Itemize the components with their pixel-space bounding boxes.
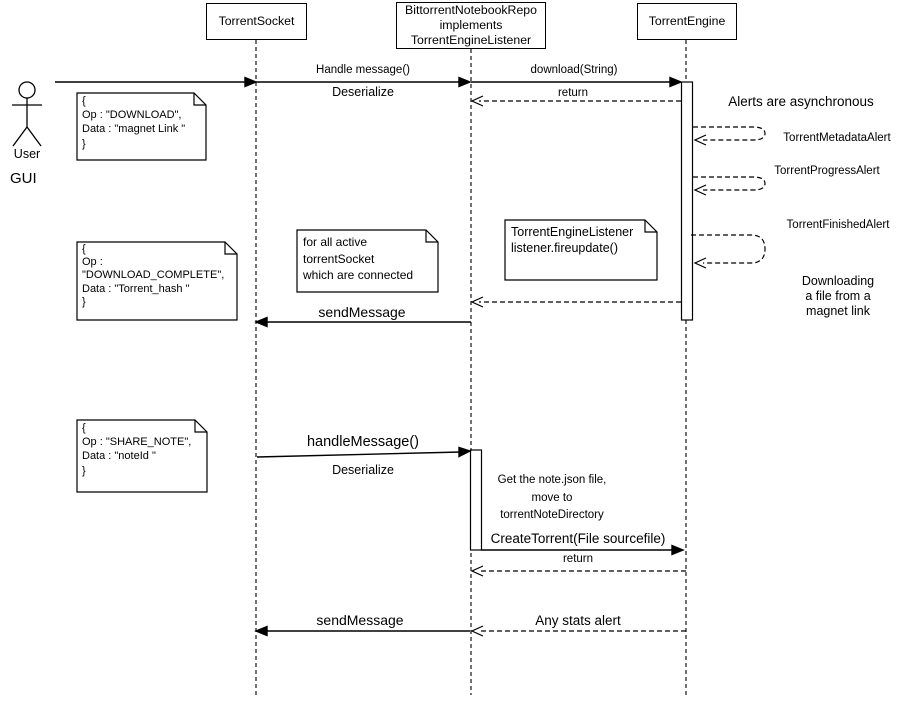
note-engine-listener: TorrentEngineListener listener.fireupdat… bbox=[511, 224, 633, 256]
annotation-line: a file from a bbox=[805, 289, 871, 303]
note-line: "DOWNLOAD_COMPLETE", bbox=[82, 269, 225, 282]
activation-bar-bittorrent-repo bbox=[469, 449, 483, 551]
arrow-download-string bbox=[471, 76, 683, 88]
note-line: Op : "DOWNLOAD", bbox=[82, 109, 182, 122]
arrow-handle-message bbox=[256, 76, 472, 88]
note-line: { bbox=[82, 422, 86, 434]
actor-leg-right bbox=[26, 126, 42, 147]
note-line: } bbox=[82, 295, 86, 308]
note-line: Data : "noteId " bbox=[82, 450, 156, 463]
label-torrent-finished-alert: TorrentFinishedAlert bbox=[786, 219, 890, 231]
arrow-alert-metadata-loop bbox=[693, 126, 766, 146]
annotation-downloading: Downloading a file from a magnet link bbox=[802, 274, 874, 319]
note-line: Op : bbox=[82, 256, 103, 269]
label-any-stats-alert: Any stats alert bbox=[535, 613, 621, 628]
annotation-get-note: Get the note.json file, move to torrentN… bbox=[498, 472, 607, 525]
solid-arrows bbox=[55, 76, 685, 637]
note-download-request: { Op : "DOWNLOAD", Data : "magnet Link "… bbox=[82, 94, 185, 151]
annotation-line: magnet link bbox=[806, 304, 870, 318]
note-line: which are connected bbox=[303, 268, 414, 282]
label-send-message-2: sendMessage bbox=[316, 612, 404, 628]
arrow-engine-return-to-repo bbox=[470, 296, 681, 308]
note-line: Op : "SHARE_NOTE", bbox=[82, 436, 192, 449]
note-line: { bbox=[82, 95, 86, 107]
arrow-handle-message-2 bbox=[256, 446, 472, 458]
actor-figure bbox=[12, 81, 42, 147]
note-line: listener.fireupdate() bbox=[511, 241, 619, 255]
arrow-create-torrent bbox=[481, 544, 685, 556]
annotation-line: Get the note.json file, bbox=[497, 474, 607, 486]
note-shapes bbox=[76, 92, 658, 493]
participant-bittorrent-repo: BittorrentNotebookRepo implements Torren… bbox=[396, 2, 546, 49]
note-for-all-active: for all active torrentSocket which are c… bbox=[303, 234, 413, 284]
note-line: { bbox=[82, 243, 86, 255]
lifelines bbox=[255, 40, 687, 695]
participant-torrentsocket: TorrentSocket bbox=[206, 3, 307, 40]
note-fold-icon bbox=[194, 420, 207, 433]
actor-head bbox=[18, 81, 36, 99]
label-deserialize-1: Deserialize bbox=[332, 85, 394, 99]
arrow-any-stats-alert bbox=[470, 625, 686, 637]
arrow-send-message-1 bbox=[254, 316, 471, 328]
participant-label: TorrentSocket bbox=[218, 14, 295, 28]
note-fold-icon bbox=[644, 220, 657, 233]
note-engine-listener-shape bbox=[504, 219, 658, 281]
note-line: for all active bbox=[303, 235, 368, 249]
activation-bar-torrentengine bbox=[680, 81, 694, 321]
annotation-line: torrentNoteDirectory bbox=[500, 509, 604, 521]
annotation-line: move to bbox=[531, 491, 573, 504]
label-download-string: download(String) bbox=[530, 64, 618, 76]
actor-gui-label: GUI bbox=[10, 170, 37, 187]
label-send-message-1: sendMessage bbox=[318, 304, 406, 320]
note-line: torrentSocket bbox=[303, 251, 375, 266]
note-line: } bbox=[82, 137, 86, 150]
participant-label-line: TorrentEngineListener bbox=[410, 33, 532, 47]
label-handle-message-2: handleMessage() bbox=[306, 434, 420, 450]
note-share-note-shape bbox=[76, 419, 208, 493]
arrow-alert-progress-loop bbox=[693, 176, 766, 196]
note-fold-icon bbox=[425, 230, 438, 243]
note-download-complete: { Op : "DOWNLOAD_COMPLETE", Data : "Torr… bbox=[82, 243, 224, 309]
actor-leg-left bbox=[12, 126, 28, 147]
label-torrent-progress-alert: TorrentProgressAlert bbox=[774, 165, 880, 177]
note-fold-icon bbox=[224, 242, 237, 255]
label-alerts-asynchronous: Alerts are asynchronous bbox=[728, 94, 874, 109]
note-line: } bbox=[82, 464, 86, 477]
participant-label-line: implements bbox=[439, 18, 503, 32]
label-create-torrent: CreateTorrent(File sourcefile) bbox=[490, 531, 666, 546]
label-return-2: return bbox=[562, 553, 594, 565]
arrow-alert-finished-loop bbox=[691, 234, 766, 269]
label-torrent-metadata-alert: TorrentMetadataAlert bbox=[783, 132, 891, 144]
arrow-user-to-socket bbox=[55, 76, 258, 88]
arrow-send-message-2 bbox=[254, 625, 470, 637]
annotation-line: Downloading bbox=[801, 274, 875, 288]
label-handle-message: Handle message() bbox=[316, 64, 410, 76]
note-fold-icon bbox=[193, 93, 206, 106]
actor-name: User bbox=[13, 147, 41, 161]
note-for-all-active-shape bbox=[296, 229, 439, 293]
participant-torrentengine: TorrentEngine bbox=[637, 3, 737, 40]
arrow-return-1 bbox=[470, 95, 681, 107]
participant-label: TorrentEngine bbox=[648, 14, 726, 28]
note-line: Data : "Torrent_hash " bbox=[82, 282, 190, 295]
arrow-return-2 bbox=[470, 565, 686, 577]
note-download-complete-shape bbox=[76, 241, 238, 321]
dashed-arrows bbox=[470, 95, 766, 637]
note-line: TorrentEngineListener bbox=[511, 225, 634, 239]
participant-label-line: BittorrentNotebookRepo bbox=[405, 3, 537, 17]
note-download-request-shape bbox=[76, 92, 207, 161]
note-line: Data : "magnet Link " bbox=[82, 123, 186, 136]
label-deserialize-2: Deserialize bbox=[332, 463, 394, 477]
note-share-note: { Op : "SHARE_NOTE", Data : "noteId " } bbox=[82, 421, 191, 478]
label-return-1: return bbox=[557, 87, 589, 99]
